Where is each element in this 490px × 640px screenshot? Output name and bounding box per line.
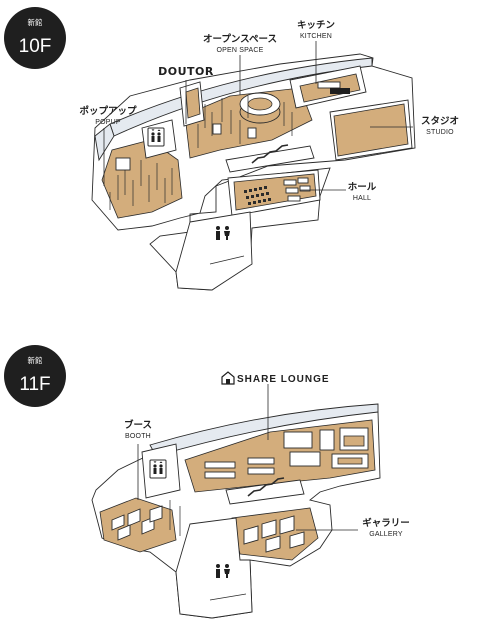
hall-label-ja: ホール [348, 182, 377, 193]
elevator-icon [149, 459, 167, 479]
hall-label-en: HALL [353, 195, 371, 202]
gallery-panels [243, 515, 305, 553]
restroom-icon [216, 226, 230, 240]
house-icon [221, 371, 235, 385]
popup-label-en: POPUP [95, 119, 121, 126]
hall-seating [244, 177, 311, 205]
floor-10f-map: 新館 10F [4, 7, 459, 291]
elevator-icon [147, 127, 165, 147]
floor-level: 11F [19, 374, 50, 395]
kitchen-label-en: KITCHEN [300, 33, 332, 40]
lounge-furniture [204, 427, 369, 479]
share-lounge-label: SHARE LOUNGE [237, 374, 330, 385]
studio-label-ja: スタジオ [421, 115, 459, 127]
gallery-label-ja: ギャラリー [362, 517, 410, 529]
booth-label-ja: ブース [124, 419, 152, 431]
kitchen-label-ja: キッチン [297, 20, 335, 31]
building-name: 新館 [28, 17, 43, 27]
building-name: 新館 [28, 355, 43, 365]
open-space-label-ja: オープンスペース [203, 33, 277, 45]
doutor-logo: DOUTOR [158, 65, 214, 78]
escalator-icon [247, 477, 285, 497]
floor-badge-11f: 新館 11F [4, 345, 66, 407]
open-space-label-en: OPEN SPACE [217, 47, 264, 54]
booth-label-en: BOOTH [125, 433, 151, 440]
escalator-icon [251, 144, 289, 164]
studio-label-en: STUDIO [426, 129, 454, 136]
floor-11f-map: 新館 11F [4, 345, 410, 619]
popup-label-ja: ポップアップ [79, 105, 137, 117]
floor-level: 10F [19, 36, 52, 57]
booth-units [111, 505, 163, 541]
gallery-label-en: GALLERY [369, 531, 403, 538]
open-space-poles [197, 96, 293, 148]
floor-badge-10f: 新館 10F [4, 7, 66, 69]
restroom-icon [216, 564, 230, 578]
popup-poles [109, 160, 173, 210]
